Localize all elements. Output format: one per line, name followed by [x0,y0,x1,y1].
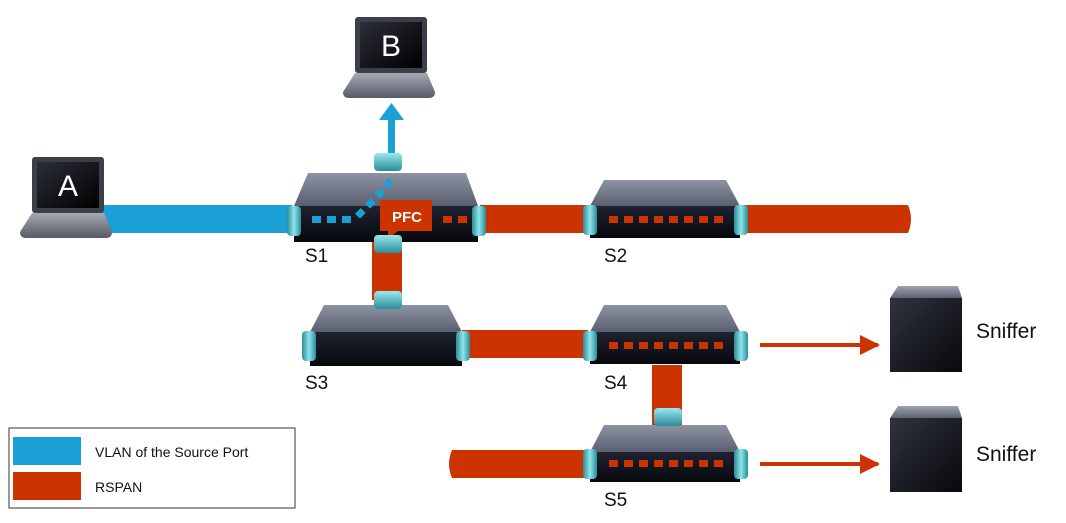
switch-s3 [302,291,470,366]
legend-swatch-rspan [13,472,81,500]
rspan-link-s2-out [740,205,911,233]
rspan-link-s3-s4 [462,330,588,358]
switch-s1: PFC [287,153,486,253]
legend-swatch-vlan [13,437,81,465]
vlan-link-s1-b [388,118,395,154]
switch-s4 [583,305,748,364]
sniffer-bottom-device [890,406,962,492]
laptop-b: B [343,17,435,98]
legend-label-vlan: VLAN of the Source Port [95,444,248,460]
laptop-b-label: B [381,30,401,63]
switch-s3-label: S3 [305,373,328,394]
vlan-arrow-to-b [379,103,404,120]
sniffer-top-device [890,286,962,372]
switch-s2-label: S2 [604,246,627,267]
sniffer-top-label: Sniffer [976,320,1036,343]
laptop-a-label: A [58,170,78,203]
pfc-badge: PFC [380,200,432,239]
legend-label-rspan: RSPAN [95,479,142,495]
switch-s5 [583,408,748,482]
sniffer-bottom-label: Sniffer [976,443,1036,466]
legend: VLAN of the Source Port RSPAN [8,427,296,509]
pfc-label: PFC [392,209,422,226]
rspan-link-s1-s2 [480,205,590,233]
switch-s2 [583,180,748,238]
switch-s4-label: S4 [604,373,628,394]
rspan-link-into-s5 [449,450,590,478]
switch-s5-label: S5 [604,490,627,511]
switch-s1-label: S1 [305,246,328,267]
laptop-a: A [20,157,112,238]
vlan-link-a-s1 [100,205,292,233]
